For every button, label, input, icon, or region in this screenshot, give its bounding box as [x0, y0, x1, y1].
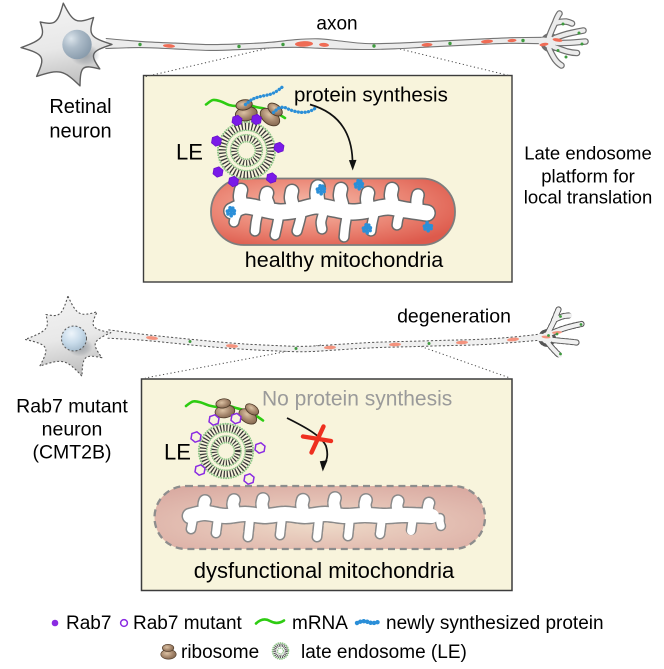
svg-text:Retinal: Retinal [49, 96, 111, 118]
svg-text:late endosome (LE): late endosome (LE) [301, 642, 467, 663]
svg-text:LE: LE [164, 440, 191, 465]
svg-text:newly synthesized protein: newly synthesized protein [386, 613, 604, 634]
svg-text:platform for: platform for [541, 166, 635, 187]
svg-text:Rab7 mutant: Rab7 mutant [133, 613, 243, 634]
svg-text:healthy mitochondria: healthy mitochondria [245, 248, 443, 272]
svg-text:No protein synthesis: No protein synthesis [262, 388, 452, 411]
svg-text:Rab7 mutant: Rab7 mutant [16, 396, 128, 418]
svg-text:ribosome: ribosome [181, 642, 259, 663]
svg-text:neuron: neuron [42, 419, 103, 441]
svg-text:dysfunctional mitochondria: dysfunctional mitochondria [194, 558, 455, 583]
svg-text:degeneration: degeneration [397, 306, 511, 328]
svg-text:Rab7: Rab7 [66, 613, 111, 634]
svg-text:axon: axon [316, 14, 357, 35]
svg-text:local translation: local translation [524, 187, 653, 208]
svg-text:LE: LE [176, 140, 203, 165]
svg-text:protein synthesis: protein synthesis [294, 84, 448, 107]
svg-text:mRNA: mRNA [292, 613, 348, 634]
svg-text:neuron: neuron [49, 121, 111, 143]
svg-text:Late endosome: Late endosome [524, 143, 652, 164]
svg-text:(CMT2B): (CMT2B) [32, 442, 111, 464]
